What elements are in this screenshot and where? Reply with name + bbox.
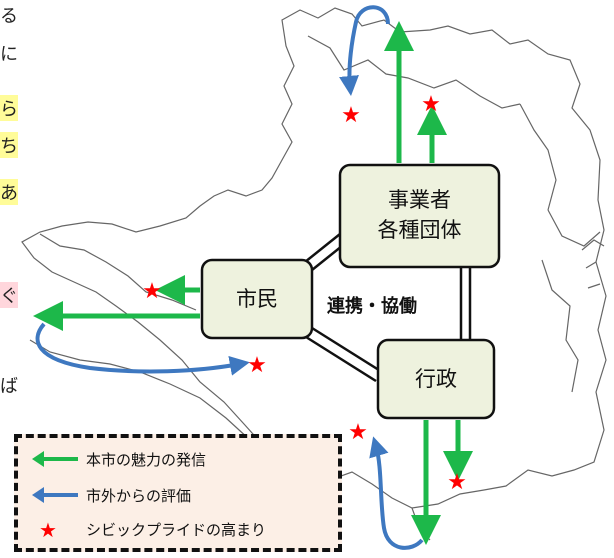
blue-arrow-left xyxy=(35,322,250,376)
green-arrows xyxy=(33,21,473,545)
red-star-icon: ★ xyxy=(30,517,82,542)
citizens-box xyxy=(200,258,314,340)
green-arrow-icon xyxy=(30,447,82,471)
legend-item-evaluation: 市外からの評価 xyxy=(30,480,191,510)
edge-char: に xyxy=(0,44,18,65)
legend-label: シビックプライドの高まり xyxy=(86,520,267,539)
star-icon: ★ xyxy=(142,279,162,304)
blue-arrow-icon xyxy=(30,483,82,507)
edge-char: あ xyxy=(0,179,18,205)
edge-char: ち xyxy=(0,132,18,158)
business-label: 事業者 各種団体 xyxy=(340,185,499,245)
blue-arrow-top xyxy=(339,5,390,96)
blue-arrows xyxy=(35,5,424,550)
business-label-line2: 各種団体 xyxy=(377,218,462,242)
star-icon: ★ xyxy=(348,420,368,445)
business-label-line1: 事業者 xyxy=(388,188,451,212)
edge-char: ぐ xyxy=(0,282,18,308)
edge-char: ば xyxy=(0,376,18,397)
star-icon: ★ xyxy=(421,92,441,117)
legend: 本市の魅力の発信 市外からの評価 ★ シビックプライドの高まり xyxy=(14,434,342,552)
red-stars: ★ ★ ★ ★ ★ ★ xyxy=(142,92,467,495)
legend-label: 市外からの評価 xyxy=(86,486,192,505)
svg-text:★: ★ xyxy=(39,518,57,541)
legend-item-dissemination: 本市の魅力の発信 xyxy=(30,444,206,474)
legend-label: 本市の魅力の発信 xyxy=(86,450,207,469)
star-icon: ★ xyxy=(247,353,267,378)
business-box xyxy=(338,163,501,269)
government-box xyxy=(376,338,496,420)
blue-arrow-bottom xyxy=(369,436,424,550)
government-label: 行政 xyxy=(415,367,457,391)
edge-char: る xyxy=(0,6,18,27)
legend-item-civic-pride: ★ シビックプライドの高まり xyxy=(30,514,266,544)
citizens-label: 市民 xyxy=(236,287,278,311)
star-icon: ★ xyxy=(447,470,467,495)
edge-char: ら xyxy=(0,95,18,121)
cooperation-label: 連携・協働 xyxy=(327,296,417,317)
star-icon: ★ xyxy=(341,103,361,128)
